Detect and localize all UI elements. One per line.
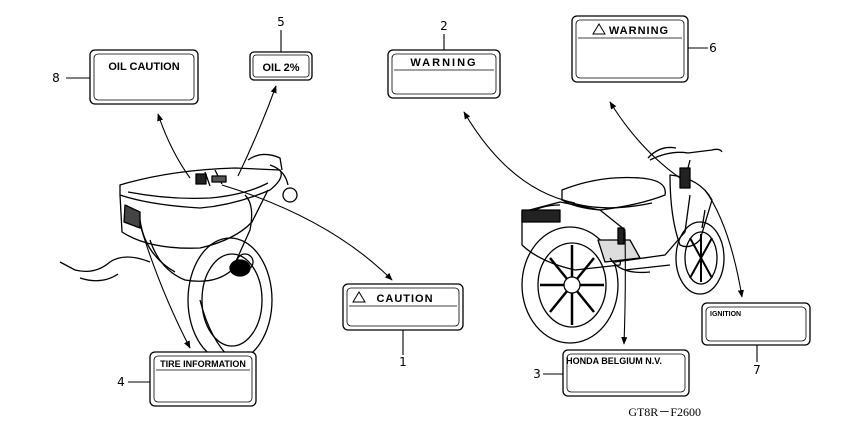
label-text-4: TIRE INFORMATION (160, 359, 246, 369)
diagram-code: GT8R－F2600 (628, 405, 701, 419)
label-oil-caution: OIL CAUTION (89, 49, 199, 105)
scooter-rear-illustration (59, 153, 298, 363)
callout-4: 4 (117, 375, 125, 389)
label-text-7: IGNITION (710, 311, 741, 318)
callout-7: 7 (753, 363, 761, 377)
label-ignition: IGNITION (701, 302, 811, 346)
label-text-2: WARNING (410, 57, 477, 69)
callout-8: 8 (52, 71, 60, 85)
label-text-8: OIL CAUTION (108, 61, 179, 73)
warning-triangle-icon (352, 291, 366, 303)
scooter-illustration (521, 146, 725, 344)
leader-lines (66, 30, 758, 383)
label-honda-belgium: HONDA BELGIUM N.V. (562, 349, 690, 397)
callout-2: 2 (440, 19, 448, 33)
label-oil-2-percent: OIL 2% (249, 51, 313, 81)
label-text-6: WARNING (609, 25, 669, 37)
label-caution: CAUTION (342, 283, 464, 331)
callout-5: 5 (277, 15, 285, 29)
label-warning-triangle: WARNING (571, 15, 689, 83)
warning-triangle-icon (592, 23, 606, 35)
callout-3: 3 (533, 367, 541, 381)
label-text-1: CAUTION (376, 293, 433, 305)
label-text-5: OIL 2% (262, 62, 299, 74)
label-tire-information: TIRE INFORMATION (149, 351, 257, 407)
callout-1: 1 (399, 355, 407, 369)
label-warning: WARNING (387, 49, 501, 99)
callout-6: 6 (709, 41, 717, 55)
label-text-3: HONDA BELGIUM N.V. (566, 356, 662, 366)
